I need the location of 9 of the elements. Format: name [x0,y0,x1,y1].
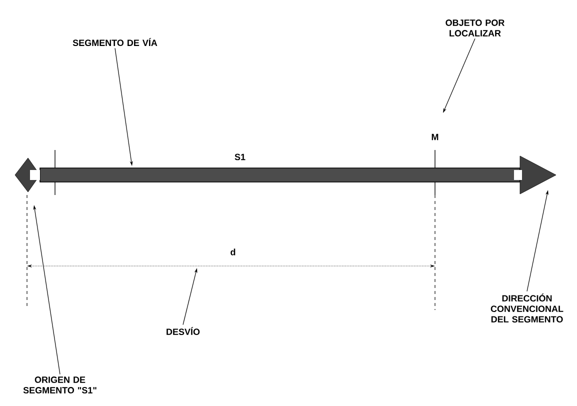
callout-text: OBJETO POR LOCALIZAR [446,20,504,36]
dimension-label: S1 [234,154,246,160]
callout-text: SEGMENTO DE VÍA [72,38,158,46]
dimension-label: d [230,248,236,256]
callout-text: DIRECCIÓN CONVENCIONAL DEL SEGMENTO [490,293,564,323]
callout-text: DESVÍO [166,326,200,336]
dimension-label: M [432,134,438,140]
track-arrow [14,156,556,194]
callout-text: ORIGEN DE SEGMENTO "S1" [23,376,96,394]
